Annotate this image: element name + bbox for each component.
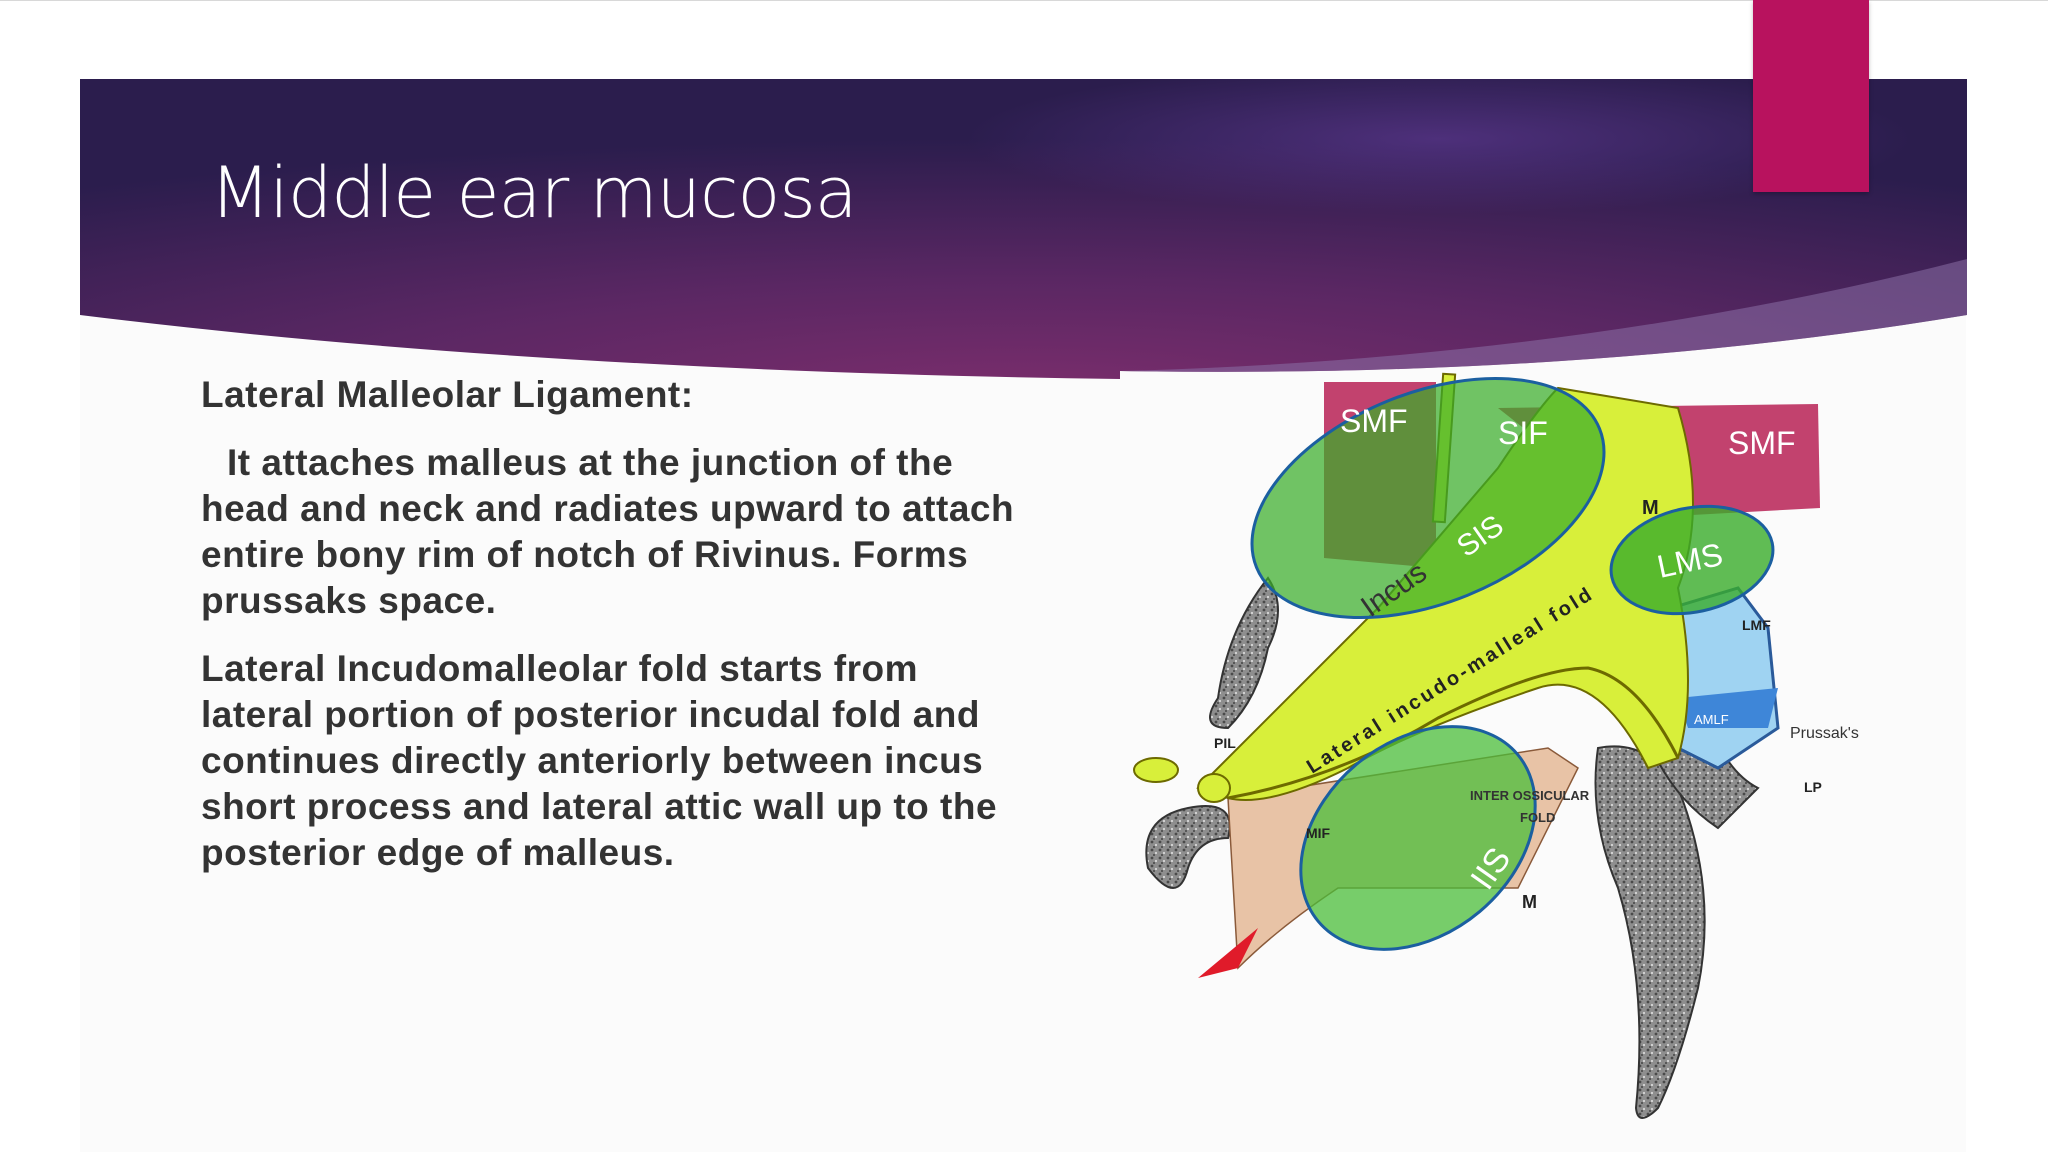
label-prussaks: Prussak's xyxy=(1790,725,1859,742)
label-mif: MIF xyxy=(1306,825,1331,841)
paragraph-ligament-text: It attaches malleus at the junction of t… xyxy=(201,442,1015,621)
paragraph-ligament: It attaches malleus at the junction of t… xyxy=(201,440,1031,624)
fold-lower-edge xyxy=(1227,666,1680,800)
accent-tab xyxy=(1753,0,1869,192)
top-border-line xyxy=(0,0,2048,1)
red-tendon xyxy=(1198,928,1258,978)
pil-ring xyxy=(1133,757,1179,783)
label-lmf: LMF xyxy=(1742,617,1771,633)
label-sif: SIF xyxy=(1498,415,1548,451)
label-smf-right: SMF xyxy=(1728,425,1796,461)
label-smf-left: SMF xyxy=(1340,403,1408,439)
stapes-bone xyxy=(1145,805,1231,889)
pil-ring-lower xyxy=(1197,773,1231,803)
iis-ellipse xyxy=(1299,725,1537,951)
ear-diagram: SMF SIF SMF SIS Incus M LMS Lateral incu… xyxy=(1118,368,1908,1128)
title-banner xyxy=(80,79,1967,381)
label-lp: LP xyxy=(1804,779,1822,795)
label-m-bottom: M xyxy=(1522,892,1537,912)
label-m-top: M xyxy=(1642,497,1659,519)
slide-content: Lateral Malleolar Ligament: It attaches … xyxy=(201,372,1031,898)
label-amlf: AMLF xyxy=(1694,712,1729,727)
amlf-band xyxy=(1678,688,1778,728)
paragraph-heading: Lateral Malleolar Ligament: xyxy=(201,374,694,415)
incus-long-process xyxy=(1209,576,1279,730)
paragraph-fold: Lateral Incudomalleolar fold starts from… xyxy=(201,648,998,873)
label-pil: PIL xyxy=(1214,735,1236,751)
lms-ellipse xyxy=(1609,504,1775,616)
sis-ellipse xyxy=(1250,376,1606,620)
label-inter-ossicular-1: INTER OSSICULAR xyxy=(1470,788,1590,803)
slide-title: Middle ear mucosa xyxy=(210,152,858,234)
label-inter-ossicular-2: FOLD xyxy=(1520,810,1555,825)
